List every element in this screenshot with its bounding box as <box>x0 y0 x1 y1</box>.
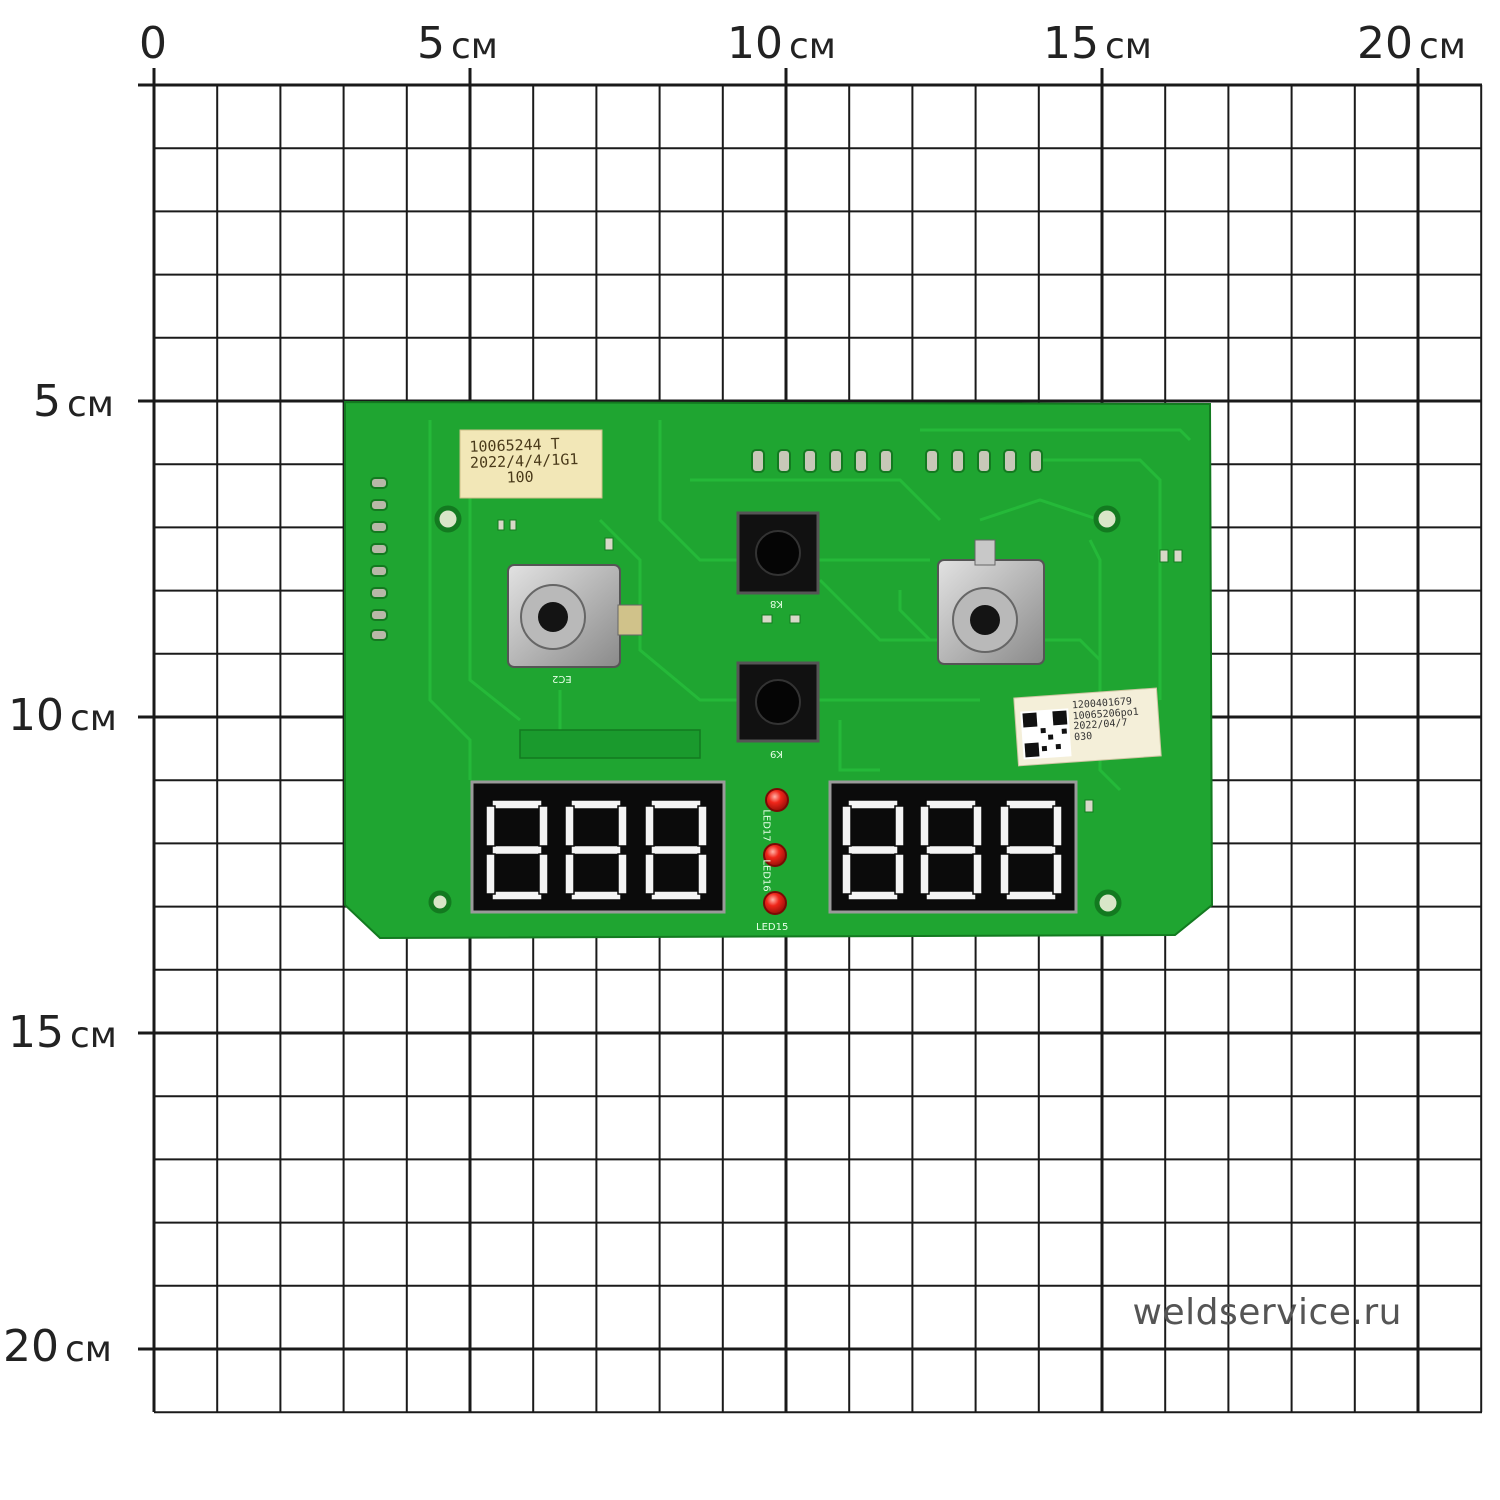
watermark: weldservice.ru <box>1132 1292 1402 1333</box>
display-segment <box>925 844 977 856</box>
display-segment <box>697 805 708 847</box>
display-segment <box>617 805 628 847</box>
left-pad-column <box>370 477 388 641</box>
display-segment <box>847 890 899 901</box>
silk-k9: K9 <box>770 748 783 759</box>
y-axis-number: 10 <box>8 690 64 741</box>
smd-components <box>497 519 1183 813</box>
tactile-button-k8 <box>736 511 820 595</box>
display-segment <box>919 853 930 895</box>
display-segment <box>1005 844 1057 856</box>
display-segment <box>570 799 622 810</box>
display-segment <box>841 853 852 895</box>
silk-k8: K8 <box>770 598 783 609</box>
display-segment <box>644 853 655 895</box>
sticker-right: 1200401679 10065206po1 2022/04/7 030 <box>1072 696 1141 744</box>
y-axis-unit: см <box>70 698 117 739</box>
display-left-digits <box>485 799 708 901</box>
mounting-holes <box>428 505 1122 917</box>
sticker-left: 10065244 T 2022/4/4/1G1 100 <box>469 435 579 487</box>
rotary-encoder-right <box>937 539 1045 665</box>
silk-led16: LED16 <box>760 859 772 892</box>
display-segment <box>894 853 905 895</box>
display-segment <box>925 799 977 810</box>
x-axis-unit: см <box>1105 26 1152 67</box>
display-segment <box>570 890 622 901</box>
silk-ec2: EC2 <box>552 673 572 684</box>
display-segment <box>564 853 575 895</box>
display-segment <box>644 805 655 847</box>
led-indicator-3 <box>763 891 787 915</box>
rotary-encoder-left <box>507 564 643 668</box>
display-segment <box>1005 890 1057 901</box>
display-segment <box>894 805 905 847</box>
display-segment <box>999 853 1010 895</box>
display-segment <box>491 890 543 901</box>
y-axis-number: 15 <box>8 1007 64 1058</box>
sticker-left-bg <box>459 429 603 499</box>
x-axis-unit: см <box>789 26 836 67</box>
top-header-pins <box>751 449 1043 473</box>
display-segment <box>847 799 899 810</box>
qr-code-icon <box>1020 708 1072 760</box>
middle-pin-header <box>519 729 701 759</box>
display-segment <box>538 853 549 895</box>
silk-led15: LED15 <box>756 922 789 933</box>
display-segment <box>925 890 977 901</box>
x-axis-number: 10 <box>727 18 783 69</box>
display-segment <box>1005 799 1057 810</box>
display-segment <box>1052 805 1063 847</box>
led-indicator-1 <box>765 788 789 812</box>
y-axis-unit: см <box>70 1015 117 1056</box>
x-axis-unit: см <box>1419 26 1466 67</box>
display-segment <box>972 805 983 847</box>
x-axis-number: 15 <box>1043 18 1099 69</box>
display-segment <box>564 805 575 847</box>
display-segment <box>847 844 899 856</box>
x-axis-number: 0 <box>139 18 167 69</box>
display-segment <box>841 805 852 847</box>
display-segment <box>697 853 708 895</box>
display-segment <box>570 844 622 856</box>
x-axis-number: 20 <box>1357 18 1413 69</box>
display-segment <box>1052 853 1063 895</box>
display-segment <box>972 853 983 895</box>
display-segment <box>650 844 702 856</box>
y-axis-number: 20 <box>3 1321 59 1372</box>
display-segment <box>485 853 496 895</box>
led-indicator-2 <box>763 843 787 867</box>
display-segment <box>491 799 543 810</box>
display-segment <box>538 805 549 847</box>
y-axis-unit: см <box>65 1329 112 1370</box>
display-segment <box>491 844 543 856</box>
tactile-button-k9 <box>736 661 820 743</box>
display-segment <box>650 890 702 901</box>
y-axis-number: 5 <box>33 376 61 427</box>
x-axis-number: 5 <box>417 18 445 69</box>
display-segment <box>485 805 496 847</box>
display-segment <box>999 805 1010 847</box>
display-segment <box>919 805 930 847</box>
x-axis-unit: см <box>451 26 498 67</box>
display-right-digits <box>841 799 1063 901</box>
y-axis-unit: см <box>67 384 114 425</box>
silk-led17: LED17 <box>760 809 772 842</box>
display-segment <box>617 853 628 895</box>
led-indicators <box>763 788 789 915</box>
x-axis-label-0: 0 <box>139 18 167 69</box>
display-segment <box>650 799 702 810</box>
